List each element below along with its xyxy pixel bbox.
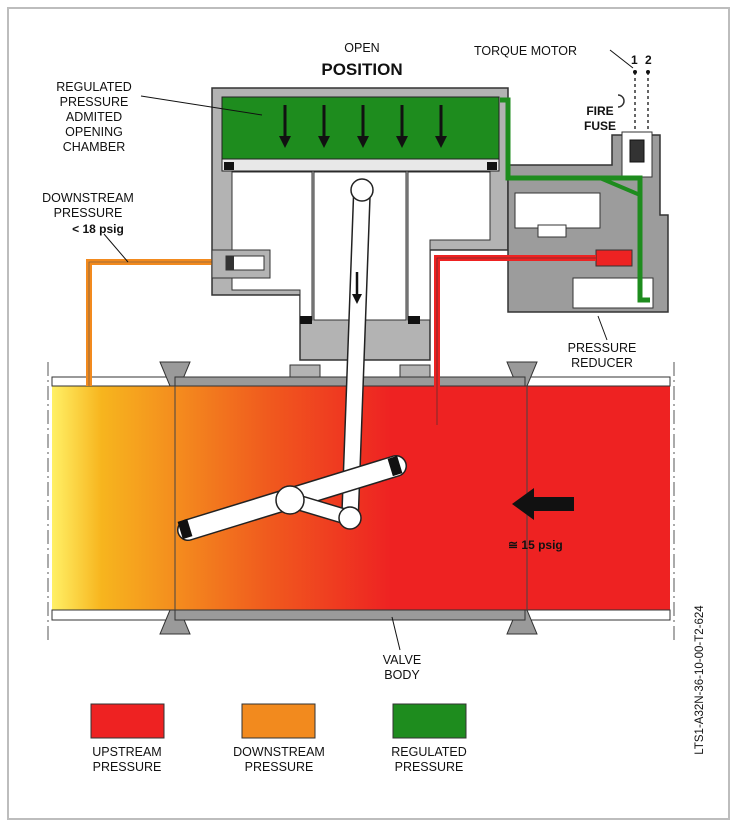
valve-body-label: VALVE BODY (383, 653, 421, 682)
terminal-1-label: 1 (631, 53, 638, 67)
state-title: POSITION (321, 60, 402, 79)
legend-item-downstream: DOWNSTREAM PRESSURE (233, 703, 325, 774)
legend-item-regulated: REGULATED PRESSURE (391, 703, 467, 774)
butterfly-linkage (177, 178, 407, 541)
pressure-reducer-block (434, 70, 669, 425)
svg-text:PRESSURE: PRESSURE (60, 95, 129, 109)
upstream-value: ≅ 15 psig (508, 538, 563, 552)
svg-text:REGULATED: REGULATED (391, 745, 466, 759)
fire-fuse-label: FIRE FUSE (584, 104, 616, 133)
svg-text:DOWNSTREAM: DOWNSTREAM (42, 191, 134, 205)
chamber-label: REGULATED PRESSURE ADMITED OPENING CHAMB… (56, 80, 131, 154)
torque-motor-label: TORQUE MOTOR (474, 44, 577, 58)
legend: UPSTREAM PRESSURE DOWNSTREAM PRESSURE RE… (90, 703, 467, 774)
downstream-label: DOWNSTREAM PRESSURE < 18 psig (42, 191, 134, 236)
svg-text:BODY: BODY (384, 668, 420, 682)
svg-text:CHAMBER: CHAMBER (63, 140, 126, 154)
svg-text:DOWNSTREAM: DOWNSTREAM (233, 745, 325, 759)
svg-text:FUSE: FUSE (584, 119, 616, 133)
svg-text:PRESSURE: PRESSURE (245, 760, 314, 774)
svg-text:PRESSURE: PRESSURE (54, 206, 123, 220)
svg-text:FIRE: FIRE (586, 104, 613, 118)
terminal-2-label: 2 (645, 53, 652, 67)
svg-text:REDUCER: REDUCER (571, 356, 633, 370)
svg-text:ADMITED: ADMITED (66, 110, 122, 124)
svg-text:OPENING: OPENING (65, 125, 123, 139)
reference-code: LTS1-A32N-36-10-00-T2-624 (694, 605, 706, 755)
figure-frame (7, 7, 730, 820)
pressure-reducer-label: PRESSURE REDUCER (568, 341, 637, 370)
svg-text:PRESSURE: PRESSURE (395, 760, 464, 774)
flow-arrow (512, 488, 574, 520)
svg-text:< 18 psig: < 18 psig (72, 222, 124, 236)
state-label: OPEN (344, 41, 379, 55)
legend-item-upstream: UPSTREAM PRESSURE (90, 703, 165, 774)
svg-text:PRESSURE: PRESSURE (568, 341, 637, 355)
svg-text:PRESSURE: PRESSURE (93, 760, 162, 774)
svg-text:UPSTREAM: UPSTREAM (92, 745, 161, 759)
svg-text:REGULATED: REGULATED (56, 80, 131, 94)
downstream-sense-line (86, 249, 271, 386)
leader-lines (103, 49, 634, 651)
svg-text:VALVE: VALVE (383, 653, 421, 667)
